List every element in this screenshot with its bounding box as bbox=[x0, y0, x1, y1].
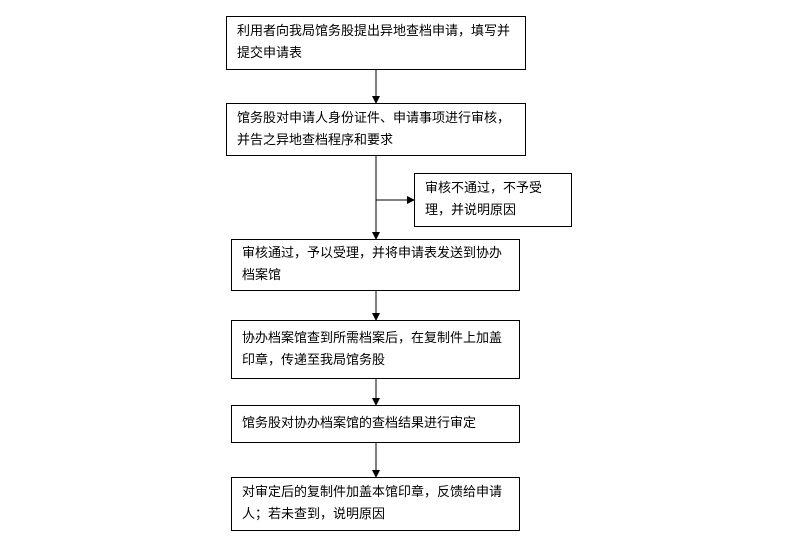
step-2-text: 馆务股对申请人身份证件、申请事项进行审核，并告之异地查档程序和要求 bbox=[237, 110, 511, 148]
step-1-text: 利用者向我局馆务股提出异地查档申请，填写并提交申请表 bbox=[237, 24, 511, 61]
step-4-box: 协办档案馆查到所需档案后，在复制件上加盖印章，传递至我局馆务股 bbox=[231, 320, 520, 379]
step-6-text: 对审定后的复制件加盖本馆印章，反馈给申请人；若未查到，说明原因 bbox=[242, 485, 503, 522]
step-6-box: 对审定后的复制件加盖本馆印章，反馈给申请人；若未查到，说明原因 bbox=[231, 477, 520, 531]
branch-reject-text: 审核不通过，不予受理，并说明原因 bbox=[425, 181, 543, 218]
step-3-text: 审核通过，予以受理，并将申请表发送到协办档案馆 bbox=[242, 246, 503, 283]
step-2-box: 馆务股对申请人身份证件、申请事项进行审核，并告之异地查档程序和要求 bbox=[226, 103, 526, 156]
branch-reject-box: 审核不通过，不予受理，并说明原因 bbox=[414, 173, 572, 227]
step-5-text: 馆务股对协办档案馆的查档结果进行审定 bbox=[242, 416, 477, 431]
step-1-box: 利用者向我局馆务股提出异地查档申请，填写并提交申请表 bbox=[226, 16, 526, 70]
step-5-box: 馆务股对协办档案馆的查档结果进行审定 bbox=[231, 405, 520, 443]
step-3-box: 审核通过，予以受理，并将申请表发送到协办档案馆 bbox=[231, 239, 520, 291]
step-4-text: 协办档案馆查到所需档案后，在复制件上加盖印章，传递至我局馆务股 bbox=[242, 330, 503, 368]
